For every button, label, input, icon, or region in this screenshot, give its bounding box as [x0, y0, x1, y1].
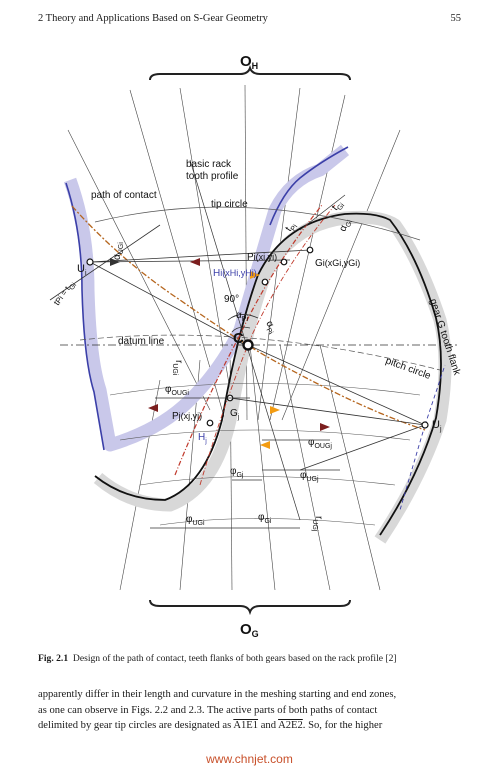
- point-pj: [206, 419, 214, 427]
- point-pi: [280, 258, 288, 266]
- ui-rays: [49, 224, 311, 346]
- label-t-pi: tPi: [283, 220, 299, 235]
- label-uj: Uj: [432, 419, 442, 433]
- label-tip-circle: tip circle: [211, 199, 248, 210]
- label-datum-line: datum line: [118, 336, 165, 347]
- inner-arc-3: [139, 476, 396, 486]
- arc-a2e2: A2E2: [278, 720, 303, 731]
- tip-circle-arc: [94, 206, 421, 241]
- label-pi: Pi(xi,yi): [247, 252, 277, 263]
- label-alpha-pi-2: αPi: [262, 319, 279, 336]
- chapter-title: 2 Theory and Applications Based on S-Gea…: [38, 13, 268, 24]
- direction-arrows: [110, 258, 330, 449]
- uj-rays: [229, 344, 426, 471]
- blue-tooth-top-line: [269, 146, 349, 226]
- normal-line-c: [189, 159, 301, 521]
- gear-g-tooth-flank: [94, 212, 442, 536]
- label-alpha-gi: αGi: [337, 217, 354, 234]
- watermark: www.chnjet.com: [206, 752, 293, 766]
- label-t-gi: tGi: [330, 198, 347, 214]
- arc-a1e1: A1E1: [233, 720, 259, 731]
- label-og: OG: [240, 621, 259, 639]
- body-paragraph: apparently differ in their length and cu…: [38, 687, 463, 734]
- label-r-ugi: rUGi: [171, 360, 184, 376]
- point-c: [242, 339, 254, 351]
- point-hi: [261, 278, 269, 286]
- page-number: 55: [450, 13, 462, 24]
- dimension-arrows: [150, 397, 340, 529]
- label-basic-rack-1: basic rack: [186, 159, 232, 170]
- label-gi: Gi(xGi,yGi): [315, 258, 360, 269]
- label-phi-ugj: φUGj: [300, 470, 319, 483]
- label-alpha-pi: αPi: [236, 310, 248, 323]
- inner-arc-4: [159, 518, 376, 526]
- rack-profile-line-1: [174, 204, 323, 476]
- figure-labels: OH OG basic rack tooth profile path of c…: [51, 53, 462, 639]
- label-oh: OH: [240, 53, 258, 71]
- rack-profile-line-2: [199, 204, 336, 486]
- pitch-circle-arc: [79, 334, 441, 371]
- label-ui: Ui: [77, 263, 87, 277]
- label-alpha-ugi: αUGi: [112, 242, 125, 260]
- gray-flank-band: [93, 210, 452, 544]
- right-angle-arc: [227, 314, 259, 321]
- inner-arc-2: [119, 429, 411, 441]
- label-c: C: [233, 330, 244, 347]
- figure-caption: Fig. 2.1 Design of the path of contact, …: [38, 653, 463, 665]
- lower-radial-lines: [119, 344, 381, 591]
- label-ninety: 90°: [224, 294, 239, 305]
- point-ui: [86, 258, 94, 266]
- label-basic-rack-2: tooth profile: [186, 171, 239, 182]
- body-line-2: as one can observe in Figs. 2.2 and 2.3.…: [38, 704, 378, 716]
- caption-label: Fig. 2.1: [38, 653, 69, 664]
- body-line-1: apparently differ in their length and cu…: [38, 689, 397, 700]
- label-phi-gi: φGi: [258, 512, 272, 525]
- label-gj: Gj: [230, 408, 240, 421]
- body-line-3: delimited by gear tip circles are design…: [38, 720, 383, 731]
- label-pitch-circle: pitch circle: [384, 355, 433, 382]
- blue-tooth-flank-line: [65, 182, 105, 451]
- bottom-brace: [149, 599, 351, 616]
- uj-blue-dashed: [399, 364, 446, 511]
- top-brace: [149, 64, 351, 81]
- label-pj: Pj(xj,yj): [172, 411, 202, 422]
- label-hi: Hi(xHi,yHi): [213, 268, 257, 279]
- caption-text: Design of the path of contact, teeth fla…: [72, 653, 397, 664]
- label-phi-ougi: φOUGi: [165, 384, 189, 397]
- label-phi-ugi: φUGi: [186, 514, 205, 527]
- point-gi: [306, 246, 314, 254]
- label-path-of-contact: path of contact: [91, 190, 157, 201]
- alpha-pi-arc: [231, 326, 251, 333]
- tangent-line-gi: [299, 194, 346, 231]
- inner-arc-1: [109, 383, 421, 396]
- label-hj: Hj: [198, 432, 207, 445]
- label-phi-gj: φGj: [230, 466, 244, 479]
- label-r-ugj: rUGj: [311, 516, 324, 532]
- point-uj: [421, 421, 429, 429]
- label-phi-ougj: φOUGj: [308, 437, 332, 450]
- label-tpi-eq: tPi = tGi: [51, 278, 78, 309]
- page-header: 2 Theory and Applications Based on S-Gea…: [38, 13, 461, 27]
